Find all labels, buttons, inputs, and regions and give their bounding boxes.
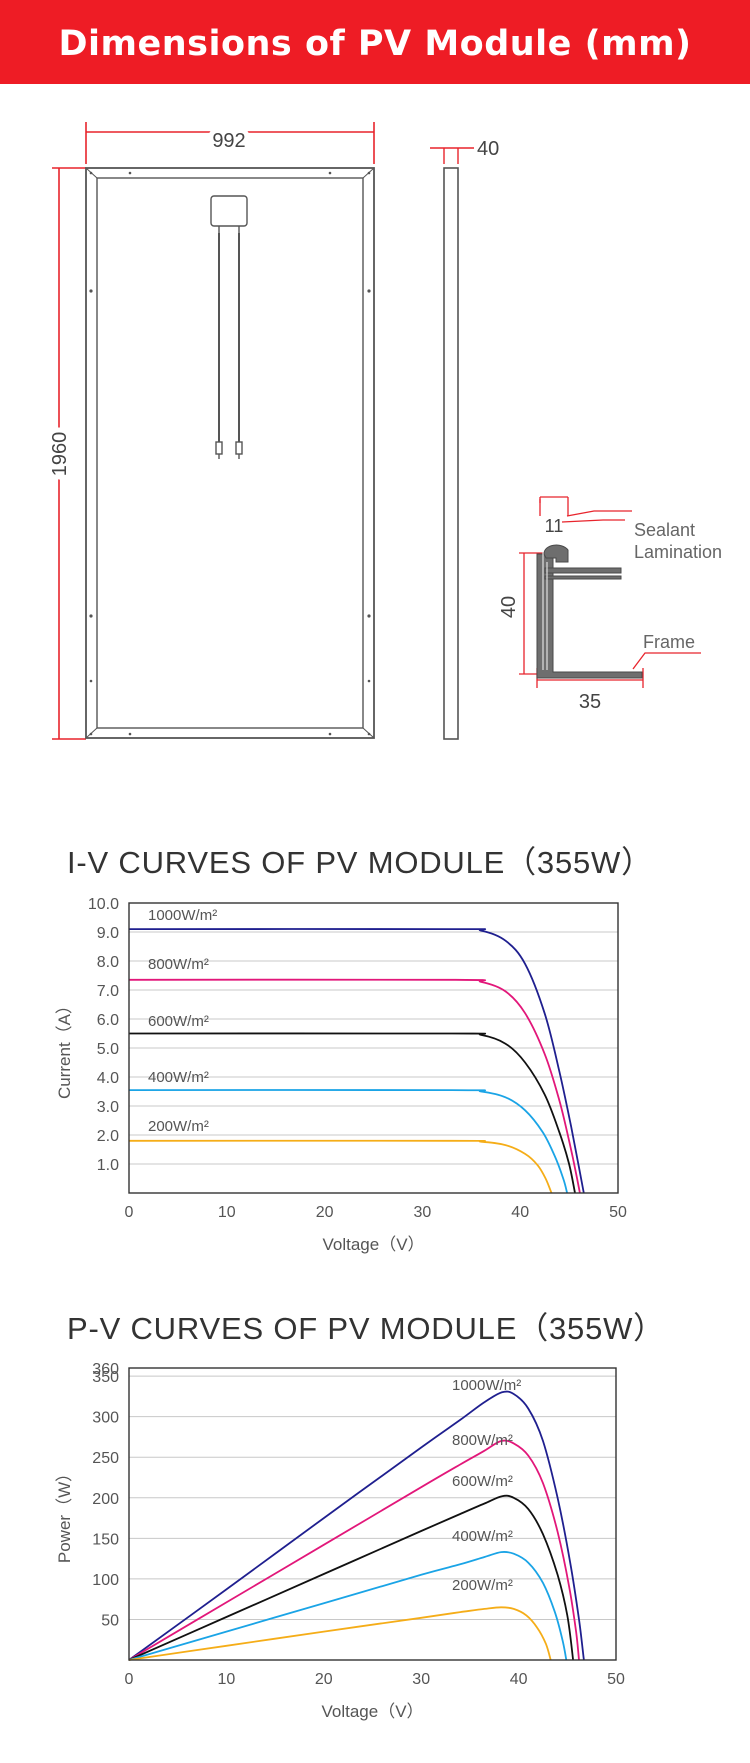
iv-x-axis-label: Voltage（V）	[322, 1235, 424, 1254]
iv-x-tick-label: 30	[414, 1204, 432, 1221]
iv-y-tick-label: 5.0	[97, 1041, 119, 1058]
iv-y-tick-label: 4.0	[97, 1070, 119, 1087]
thickness-label: 40	[477, 138, 499, 160]
iv-series-line	[128, 1089, 568, 1194]
pv-series-label: 800W/m²	[452, 1432, 513, 1449]
iv-series-line	[128, 1032, 576, 1194]
iv-chart-title: I-V CURVES OF PV MODULE（355W）	[67, 845, 653, 880]
iv-series-label: 1000W/m²	[148, 907, 217, 924]
junction-box	[210, 195, 248, 459]
iv-plot-frame	[128, 902, 619, 1194]
width-label: 992	[212, 130, 245, 152]
pv-y-tick-label: 50	[101, 1612, 119, 1629]
frame-height-label: 40	[498, 596, 520, 618]
iv-series-line	[128, 1139, 553, 1194]
iv-x-tick-label: 50	[609, 1204, 627, 1221]
height-label: 1960	[49, 432, 71, 477]
height-dimension	[52, 167, 86, 740]
pv-x-tick-label: 0	[125, 1671, 134, 1688]
pv-y-tick-label: 360	[92, 1361, 119, 1378]
iv-series-label: 400W/m²	[148, 1069, 209, 1086]
pv-y-tick-label: 200	[92, 1491, 119, 1508]
pv-y-axis-label: Power（W）	[55, 1465, 74, 1563]
pv-series-line	[128, 1494, 574, 1661]
pv-y-tick-label: 350	[92, 1369, 119, 1386]
iv-x-tick-label: 20	[316, 1204, 334, 1221]
iv-y-tick-label: 6.0	[97, 1012, 119, 1029]
module-side-view	[443, 167, 459, 740]
frame-width-label: 35	[579, 691, 601, 713]
iv-y-tick-label: 7.0	[97, 983, 119, 1000]
pv-y-tick-label: 300	[92, 1410, 119, 1427]
iv-x-tick-label: 0	[125, 1204, 134, 1221]
banner-title: Dimensions of PV Module (mm)	[58, 24, 692, 64]
pv-x-tick-label: 10	[218, 1671, 236, 1688]
pv-series-line	[128, 1439, 580, 1661]
iv-y-tick-label: 10.0	[88, 896, 119, 913]
iv-y-tick-label: 9.0	[97, 925, 119, 942]
pv-series-label: 600W/m²	[452, 1473, 513, 1490]
iv-series-line	[128, 978, 581, 1194]
iv-x-tick-label: 40	[511, 1204, 529, 1221]
pv-plot-frame	[128, 1367, 617, 1661]
iv-series-line	[128, 928, 585, 1194]
pv-series-label: 1000W/m²	[452, 1377, 521, 1394]
iv-series-label: 800W/m²	[148, 956, 209, 973]
width-dimension	[85, 122, 375, 164]
thickness-dimension	[430, 147, 474, 164]
iv-series-label: 200W/m²	[148, 1118, 209, 1135]
pv-y-tick-label: 150	[92, 1531, 119, 1548]
pv-chart-title: P-V CURVES OF PV MODULE（355W）	[67, 1311, 665, 1346]
iv-series-label: 600W/m²	[148, 1013, 209, 1030]
iv-y-tick-label: 2.0	[97, 1128, 119, 1145]
module-dimension-drawing: 992 1960 40	[44, 122, 722, 740]
iv-x-tick-label: 10	[218, 1204, 236, 1221]
iv-y-tick-label: 3.0	[97, 1099, 119, 1116]
iv-y-tick-label: 1.0	[97, 1157, 119, 1174]
pv-y-tick-label: 250	[92, 1450, 119, 1467]
frame-cross-section	[536, 544, 643, 679]
title-banner	[0, 0, 750, 84]
frame-lip-label: 11	[545, 516, 564, 536]
mounting-holes	[89, 171, 371, 736]
pv-x-axis-label: Voltage（V）	[321, 1702, 423, 1721]
pv-series-label: 200W/m²	[452, 1577, 513, 1594]
iv-y-axis-label: Current（A）	[55, 997, 74, 1099]
sealant-label: Sealant	[634, 520, 695, 540]
pv-x-tick-label: 20	[315, 1671, 333, 1688]
lamination-label: Lamination	[634, 542, 722, 562]
pv-x-tick-label: 50	[607, 1671, 625, 1688]
pv-x-tick-label: 30	[412, 1671, 430, 1688]
pv-series-label: 400W/m²	[452, 1528, 513, 1545]
pv-y-tick-label: 100	[92, 1572, 119, 1589]
pv-series-line	[128, 1606, 552, 1661]
iv-chart: 1.0 2.0 3.0 4.0 5.0 6.0 7.0 8.0 9.0 10.0 0 10 20 30 40…	[55, 896, 627, 1254]
iv-y-tick-label: 8.0	[97, 954, 119, 971]
frame-label: Frame	[643, 632, 695, 652]
module-back-view	[85, 167, 375, 739]
pv-series-line	[128, 1390, 585, 1661]
pv-x-tick-label: 40	[510, 1671, 528, 1688]
pv-series-line	[128, 1551, 568, 1661]
